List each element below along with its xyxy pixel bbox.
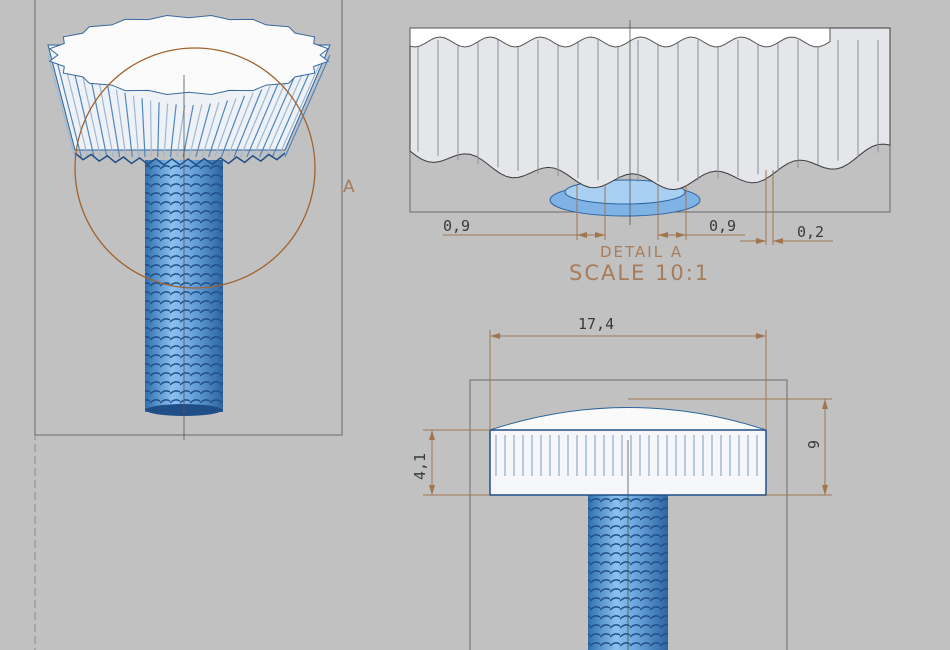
detail-label: A — [343, 177, 355, 197]
knurl-detail — [409, 27, 891, 191]
front-view: 17,4 4,1 6 — [411, 315, 832, 650]
isometric-view: A — [34, 0, 355, 650]
dim-gap: 0,2 — [797, 223, 824, 241]
view-frame — [34, 0, 343, 436]
detail-view: 0,9 0,9 0,2 DETAIL A SCALE 10:1 — [409, 20, 891, 285]
dim-right: 0,9 — [709, 217, 736, 235]
head-dome — [489, 407, 767, 431]
detail-title: DETAIL A — [600, 243, 683, 261]
dim-knurl-height: 4,1 — [411, 453, 429, 480]
dim-left: 0,9 — [443, 217, 470, 235]
dim-head-height: 6 — [804, 440, 822, 449]
dim-width: 17,4 — [578, 315, 614, 333]
knurled-head — [47, 14, 331, 166]
detail-scale: SCALE 10:1 — [569, 261, 710, 285]
view-frame — [469, 379, 788, 650]
detail-circle — [74, 47, 316, 289]
